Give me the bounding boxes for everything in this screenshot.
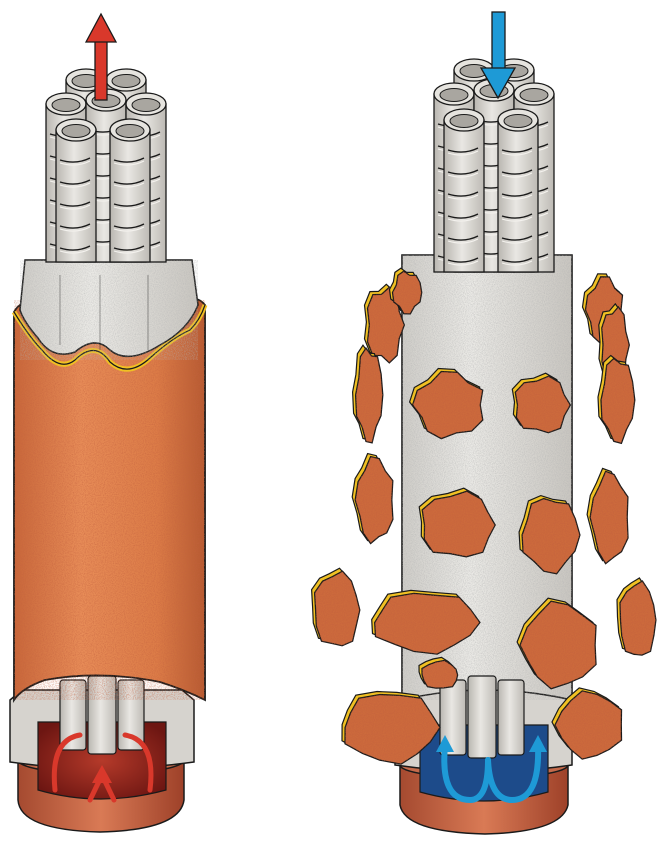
left-tube (110, 119, 150, 262)
right-tube (498, 109, 538, 272)
shell-fragment (598, 355, 635, 445)
left-tube (56, 119, 96, 262)
shell-fragment (312, 568, 362, 650)
shell-fragment (617, 578, 658, 660)
shell-fragment (587, 468, 630, 565)
right-assembly-fragmented (312, 12, 658, 834)
right-bottom-tubes (440, 676, 524, 758)
shell-fragment (353, 345, 383, 445)
right-tube (444, 109, 484, 272)
left-assembly-intact (10, 14, 205, 832)
shell-fragment (352, 454, 395, 545)
